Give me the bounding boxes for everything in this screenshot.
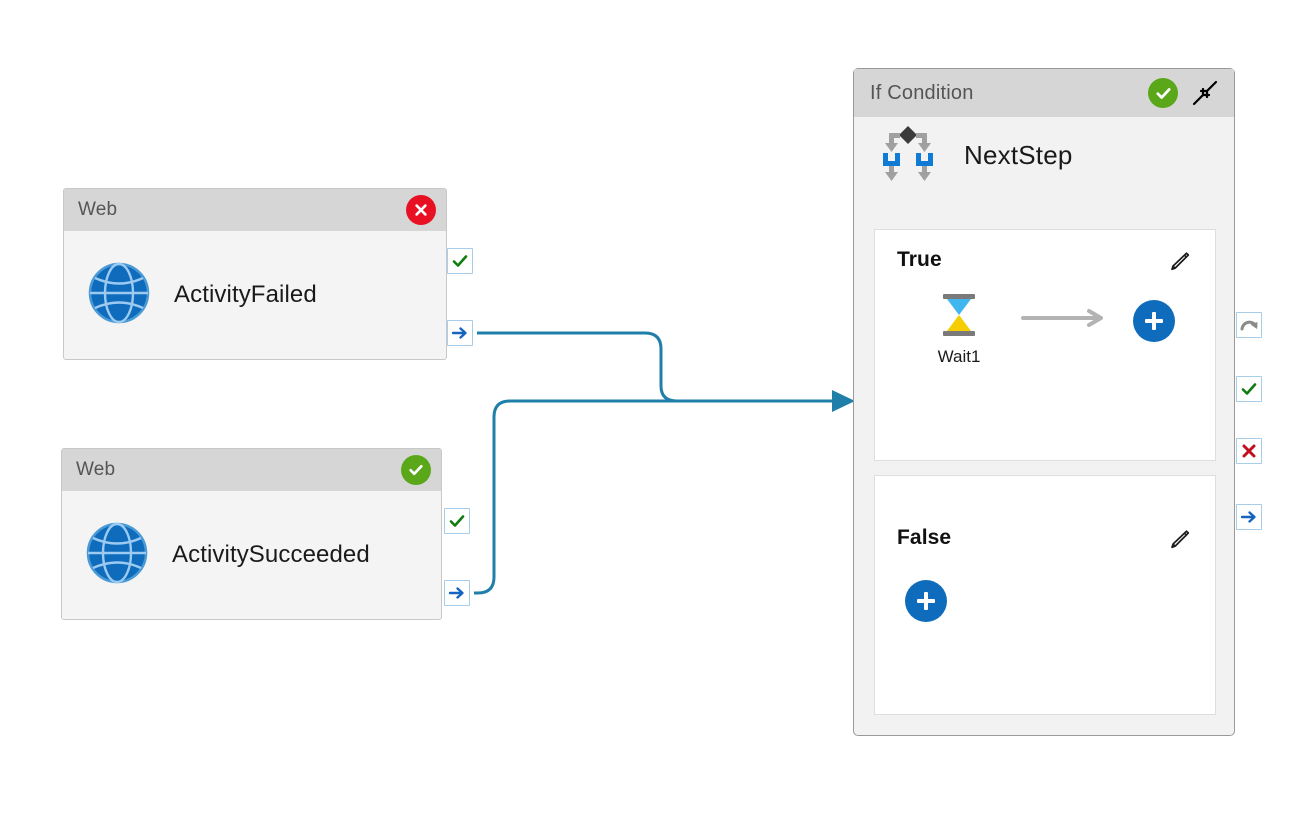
card-activity-label: ActivitySucceeded xyxy=(172,541,370,568)
collapse-diagonal-icon[interactable] xyxy=(1190,78,1220,108)
hourglass-icon xyxy=(938,292,980,343)
panel-step-name: NextStep xyxy=(964,139,1073,170)
globe-icon xyxy=(86,522,148,589)
connector-succeeded-to-ifcondition xyxy=(474,399,832,595)
cross-icon xyxy=(1242,444,1256,458)
branch-title-false: False xyxy=(897,526,952,549)
port-success-if-condition[interactable] xyxy=(1236,376,1262,402)
card-header: Web xyxy=(64,189,446,231)
panel-header: If Condition xyxy=(854,69,1234,117)
branch-title-true: True xyxy=(897,248,942,271)
false-branch-box[interactable]: False xyxy=(874,475,1216,715)
check-icon xyxy=(452,255,468,267)
activity-card-web-failed[interactable]: Web ActivityFailed xyxy=(63,188,447,360)
card-body: ActivityFailed xyxy=(64,231,446,359)
error-circle-icon xyxy=(406,195,436,225)
port-success-web-succeeded[interactable] xyxy=(444,508,470,534)
true-branch-box[interactable]: True xyxy=(874,229,1216,461)
rotate-arrow-icon xyxy=(1240,320,1258,331)
panel-title: If Condition xyxy=(870,81,974,104)
port-failure-if-condition[interactable] xyxy=(1236,438,1262,464)
card-activity-label: ActivityFailed xyxy=(174,281,317,308)
false-branch-body xyxy=(875,580,1215,622)
true-branch-body: Wait1 xyxy=(875,292,1215,367)
card-body: ActivitySucceeded xyxy=(62,491,441,619)
port-next-web-succeeded[interactable] xyxy=(444,580,470,606)
branch-head: False xyxy=(875,476,1215,554)
arrow-right-icon xyxy=(448,587,464,599)
globe-icon xyxy=(88,262,150,329)
check-icon xyxy=(449,515,465,527)
connector-arrowhead xyxy=(832,390,855,412)
check-icon xyxy=(1241,383,1257,395)
if-condition-panel[interactable]: If Condition xyxy=(853,68,1235,736)
arrow-right-icon xyxy=(1240,511,1256,523)
activity-card-web-succeeded[interactable]: Web ActivitySucceeded xyxy=(61,448,442,620)
success-circle-icon xyxy=(401,455,431,485)
port-next-if-condition[interactable] xyxy=(1236,504,1262,530)
port-next-web-failed[interactable] xyxy=(447,320,473,346)
connector-failed-to-ifcondition xyxy=(477,331,832,403)
node-wait1-label: Wait1 xyxy=(937,347,981,366)
panel-step-row: NextStep xyxy=(854,117,1234,193)
arrow-right-icon xyxy=(451,327,467,339)
card-title: Web xyxy=(76,459,116,480)
port-retry-if-condition[interactable] xyxy=(1236,312,1262,338)
plus-circle-icon xyxy=(1133,299,1175,342)
add-activity-false-button[interactable] xyxy=(905,580,947,622)
branch-decision-icon xyxy=(876,122,940,189)
arrow-right-long-icon xyxy=(1021,308,1107,333)
success-circle-icon xyxy=(1148,78,1178,108)
node-wait1[interactable]: Wait1 xyxy=(923,292,995,367)
branch-head: True xyxy=(875,230,1215,276)
card-header: Web xyxy=(62,449,441,491)
pencil-icon[interactable] xyxy=(1165,248,1193,276)
port-success-web-failed[interactable] xyxy=(447,248,473,274)
card-title: Web xyxy=(78,199,118,220)
pencil-icon[interactable] xyxy=(1165,526,1193,554)
plus-circle-icon xyxy=(905,580,947,622)
add-activity-true-button[interactable] xyxy=(1133,299,1175,342)
